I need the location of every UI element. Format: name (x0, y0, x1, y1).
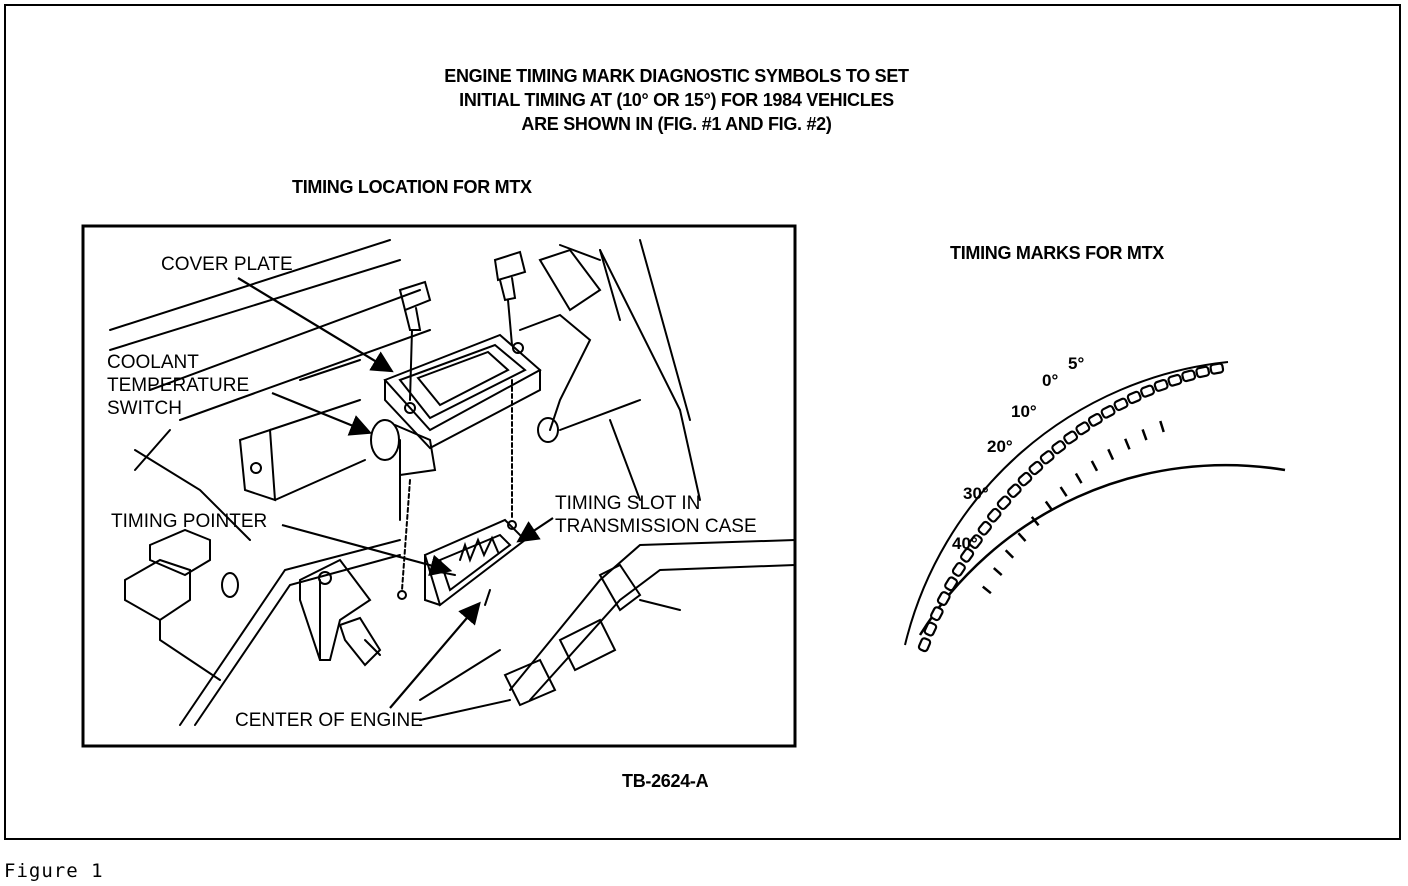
flywheel-tooth (960, 547, 975, 563)
flywheel-tooth (1087, 412, 1103, 427)
flywheel-tooth (1126, 390, 1142, 405)
flywheel-tooth (936, 591, 951, 607)
flywheel-tooth (930, 606, 944, 622)
figure-frame (4, 4, 1401, 840)
arrow-timing-slot (516, 517, 554, 543)
flywheel-tooth (1195, 365, 1211, 379)
flywheel-tooth (996, 495, 1012, 511)
flywheel-tooth (917, 637, 932, 653)
degree-tick (1107, 448, 1115, 461)
degree-tick (1074, 472, 1083, 484)
degree-tick (1124, 438, 1131, 450)
mark-30-deg: 30° (963, 484, 989, 503)
flywheel-tooth (1181, 369, 1197, 383)
right-panel-title: TIMING MARKS FOR MTX (950, 243, 1164, 263)
degree-tick (1030, 516, 1040, 527)
label-center-of-engine: CENTER OF ENGINE (235, 710, 423, 731)
flywheel-inner-rim (918, 463, 1286, 636)
mark-5-deg: 5° (1068, 354, 1085, 373)
flywheel-drawing (904, 361, 1286, 653)
label-cover-plate: COVER PLATE (161, 254, 293, 275)
flywheel-tooth (1153, 378, 1169, 392)
header-line-1: ENGINE TIMING MARK DIAGNOSTIC SYMBOLS TO… (444, 66, 909, 86)
flywheel-tooth (968, 534, 983, 549)
flywheel-tooth (1007, 483, 1022, 498)
degree-tick (1004, 549, 1015, 559)
header-line-2: INITIAL TIMING AT (10° OR 15°) FOR 1984 … (459, 90, 894, 110)
flywheel-tooth (1140, 384, 1155, 398)
label-timing-slot-line-1: TIMING SLOT IN (555, 493, 701, 514)
reference-number: TB-2624-A (622, 771, 709, 791)
label-coolant-line-2: TEMPERATURE (107, 375, 250, 396)
degree-tick (982, 585, 992, 595)
flywheel-teeth (917, 362, 1225, 653)
flywheel-tooth (1075, 421, 1091, 436)
flywheel-outer-rim (904, 361, 1229, 646)
flywheel-tooth (1100, 405, 1116, 419)
mark-0-deg: 0° (1042, 371, 1059, 390)
flywheel-tooth (1028, 460, 1044, 476)
flywheel-tooth (944, 576, 959, 592)
arrow-coolant-switch (271, 391, 373, 436)
arrow-center-engine (389, 601, 481, 709)
header-line-3: ARE SHOWN IN (FIG. #1 AND FIG. #2) (521, 114, 832, 134)
arrow-cover-plate (237, 277, 394, 373)
engine-illustration (109, 239, 796, 726)
flywheel-tooth (1113, 397, 1129, 412)
degree-tick (992, 567, 1003, 577)
flywheel-tooth (987, 507, 1002, 523)
flywheel-tooth (1039, 450, 1055, 465)
label-coolant-line-3: SWITCH (107, 398, 182, 419)
figure-caption: Figure 1 (4, 860, 104, 882)
flywheel-tooth (1063, 430, 1079, 445)
degree-tick (1159, 420, 1165, 433)
flywheel-tooth (923, 621, 938, 637)
degree-tick (1044, 500, 1054, 512)
flywheel-tooth (951, 561, 966, 577)
flywheel-tooth (1167, 373, 1183, 387)
arrow-timing-pointer (281, 523, 453, 577)
label-timing-pointer: TIMING POINTER (111, 511, 268, 532)
mark-20-deg: 20° (987, 437, 1013, 456)
label-timing-slot-line-2: TRANSMISSION CASE (555, 516, 757, 537)
degree-tick (1090, 460, 1099, 472)
flywheel-degree-ticks (982, 420, 1165, 595)
illustration-box (81, 224, 797, 748)
degree-tick (1141, 428, 1148, 441)
label-coolant-line-1: COOLANT (107, 352, 199, 373)
flywheel-tooth (1017, 471, 1033, 487)
mark-40-deg: 40° (952, 534, 978, 553)
flywheel-tooth (1051, 440, 1067, 455)
degree-tick (1017, 532, 1027, 542)
left-panel-title: TIMING LOCATION FOR MTX (292, 177, 532, 197)
mark-10-deg: 10° (1011, 402, 1037, 421)
leader-arrows (237, 277, 554, 709)
degree-tick (1059, 486, 1068, 497)
flywheel-tooth (977, 520, 992, 536)
